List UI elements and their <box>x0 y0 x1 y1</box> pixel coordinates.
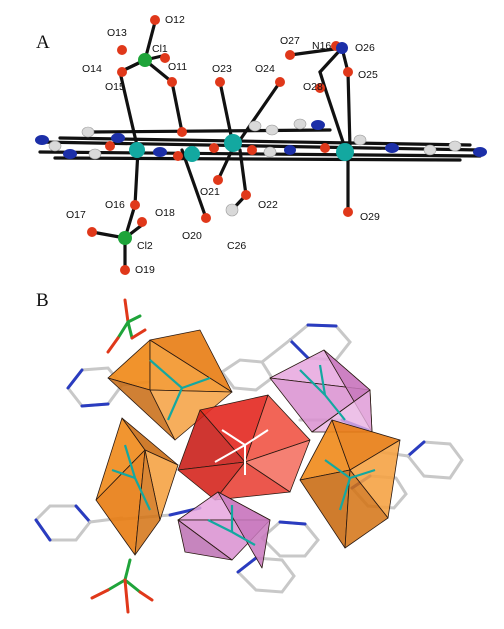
label-o24: O24 <box>255 63 275 75</box>
oxygen-atoms <box>87 15 353 275</box>
label-o18: O18 <box>155 207 175 219</box>
label-o17: O17 <box>66 209 86 221</box>
metal-bond-lines <box>111 359 376 546</box>
nitrogen-atoms <box>35 120 487 159</box>
polyhedron-pink-bottom <box>177 491 271 569</box>
label-o23: O23 <box>212 63 232 75</box>
label-o25: O25 <box>358 69 378 81</box>
polyhedron-orange-left <box>95 417 179 556</box>
panel-a-letter: A <box>36 32 50 53</box>
label-o21: O21 <box>200 186 220 198</box>
ring-backbone <box>38 128 482 162</box>
cl1-atom <box>138 53 152 67</box>
cl2-atom <box>118 231 132 245</box>
label-o26: O26 <box>355 42 375 54</box>
label-o11: O11 <box>168 61 187 73</box>
label-o28: O28 <box>303 81 323 93</box>
label-o12: O12 <box>165 14 185 26</box>
label-cl1: Cl1 <box>152 43 168 55</box>
label-o20: O20 <box>182 230 202 242</box>
carbon-atoms <box>48 118 462 160</box>
label-o22: O22 <box>258 199 278 211</box>
label-o15: O15 <box>105 81 125 93</box>
label-o16: O16 <box>105 199 125 211</box>
label-n16: N16 <box>312 40 331 52</box>
label-o27: O27 <box>280 35 300 47</box>
perchlorate-bottom <box>90 558 154 614</box>
metal-atoms <box>129 134 354 162</box>
c26-atom <box>225 203 239 217</box>
polyhedron-orange-right <box>299 419 401 549</box>
label-o19: O19 <box>135 264 155 276</box>
atom-labels: O12 O13 Cl1 O14 O11 O15 O23 O24 O27 N16 … <box>66 14 380 276</box>
panel-a: A <box>35 14 487 276</box>
label-o29: O29 <box>360 211 380 223</box>
label-o13: O13 <box>107 27 127 39</box>
perchlorate-top <box>106 298 147 354</box>
panel-b: B <box>34 290 464 614</box>
label-cl2: Cl2 <box>137 240 153 252</box>
n16-atom <box>336 42 348 54</box>
panel-b-letter: B <box>36 290 49 311</box>
label-c26: C26 <box>227 240 246 252</box>
label-o14: O14 <box>82 63 102 75</box>
